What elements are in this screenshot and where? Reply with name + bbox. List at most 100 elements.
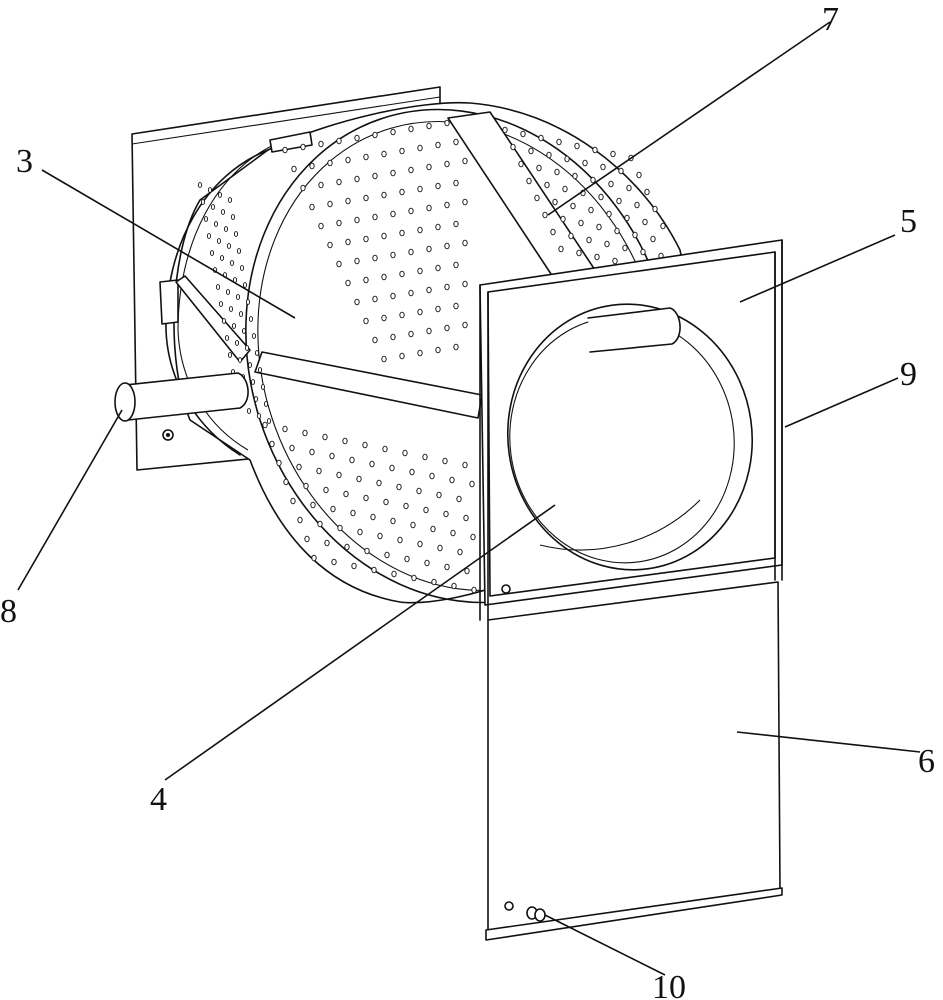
perforation-hole: [399, 147, 405, 155]
perforation-hole: [586, 236, 592, 244]
perforation-hole: [322, 433, 328, 441]
perforation-hole: [442, 457, 448, 465]
perforation-hole: [391, 570, 397, 578]
perforation-hole: [417, 308, 423, 316]
perforation-hole: [349, 456, 355, 464]
perforation-hole: [237, 357, 243, 363]
perforation-hole: [390, 169, 396, 177]
perforation-hole: [457, 548, 463, 556]
perforation-hole: [416, 487, 422, 495]
perforation-hole: [372, 213, 378, 221]
perforation-hole: [300, 143, 306, 151]
perforation-hole: [220, 209, 226, 215]
perforation-hole: [276, 459, 282, 467]
perforation-hole: [216, 238, 222, 244]
perforation-hole: [510, 143, 516, 151]
perforation-hole: [224, 335, 230, 341]
perforation-hole: [363, 494, 369, 502]
perforation-hole: [444, 119, 450, 127]
perforation-hole: [453, 261, 459, 269]
perforation-hole: [354, 134, 360, 142]
perforation-hole: [233, 231, 239, 237]
perforation-hole: [426, 286, 432, 294]
perforation-hole: [408, 289, 414, 297]
perforation-hole: [564, 155, 570, 163]
perforation-hole: [449, 476, 455, 484]
perforation-hole: [650, 235, 656, 243]
perforation-hole: [345, 197, 351, 205]
perforation-hole: [399, 311, 405, 319]
perforation-hole: [453, 302, 459, 310]
perforation-hole: [318, 181, 324, 189]
perforation-hole: [572, 172, 578, 180]
perforation-hole: [327, 241, 333, 249]
perforation-hole: [336, 471, 342, 479]
perforation-hole: [269, 440, 275, 448]
perforation-hole: [296, 463, 302, 471]
perforation-hole: [377, 532, 383, 540]
perforation-hole: [246, 408, 252, 414]
perforation-hole: [336, 137, 342, 145]
perforation-hole: [344, 543, 350, 551]
perforation-hole: [390, 333, 396, 341]
perforation-hole: [327, 159, 333, 167]
perforation-hole: [363, 276, 369, 284]
perforation-hole: [404, 555, 410, 563]
perforation-hole: [228, 306, 234, 312]
perforation-hole: [363, 317, 369, 325]
perforation-hole: [282, 425, 288, 433]
perforation-hole: [238, 311, 244, 317]
perforation-hole: [209, 250, 215, 256]
perforation-hole: [560, 215, 566, 223]
perforation-hole: [622, 244, 628, 252]
perforation-hole: [596, 223, 602, 231]
perforation-hole: [310, 501, 316, 509]
perforation-hole: [260, 384, 266, 390]
perforation-hole: [290, 497, 296, 505]
perforation-hole: [417, 226, 423, 234]
perforation-hole: [356, 475, 362, 483]
perforation-hole: [399, 229, 405, 237]
perforation-hole: [642, 218, 648, 226]
perforation-hole: [550, 228, 556, 236]
perforation-hole: [342, 437, 348, 445]
perforation-holes: [197, 119, 711, 594]
perforation-hole: [215, 284, 221, 290]
perforation-hole: [554, 168, 560, 176]
perforation-hole: [363, 235, 369, 243]
perforation-hole: [390, 210, 396, 218]
perforation-hole: [197, 182, 203, 188]
perforation-hole: [245, 299, 251, 305]
perforation-hole: [618, 167, 624, 175]
perforation-hole: [652, 205, 658, 213]
perforation-hole: [291, 165, 297, 173]
perforation-hole: [614, 227, 620, 235]
perforation-hole: [429, 472, 435, 480]
perforation-hole: [435, 264, 441, 272]
perforation-hole: [399, 352, 405, 360]
perforation-hole: [417, 349, 423, 357]
perforation-hole: [469, 480, 475, 488]
perforation-hole: [590, 176, 596, 184]
label-5: 5: [900, 203, 917, 240]
perforation-hole: [389, 464, 395, 472]
label-9: 9: [900, 356, 917, 393]
perforation-hole: [223, 226, 229, 232]
perforation-hole: [231, 323, 237, 329]
lower-slide-plate: [485, 581, 783, 941]
perforation-hole: [408, 166, 414, 174]
perforation-hole: [219, 255, 225, 261]
perforation-hole: [256, 413, 262, 419]
perforation-hole: [626, 184, 632, 192]
perforation-hole: [604, 240, 610, 248]
perforation-hole: [345, 238, 351, 246]
perforation-hole: [357, 528, 363, 536]
perforation-hole: [207, 187, 213, 193]
perforation-hole: [435, 305, 441, 313]
perforation-hole: [444, 201, 450, 209]
perforation-hole: [282, 146, 288, 154]
perforation-hole: [327, 200, 333, 208]
perforation-hole: [381, 232, 387, 240]
perforation-hole: [316, 467, 322, 475]
